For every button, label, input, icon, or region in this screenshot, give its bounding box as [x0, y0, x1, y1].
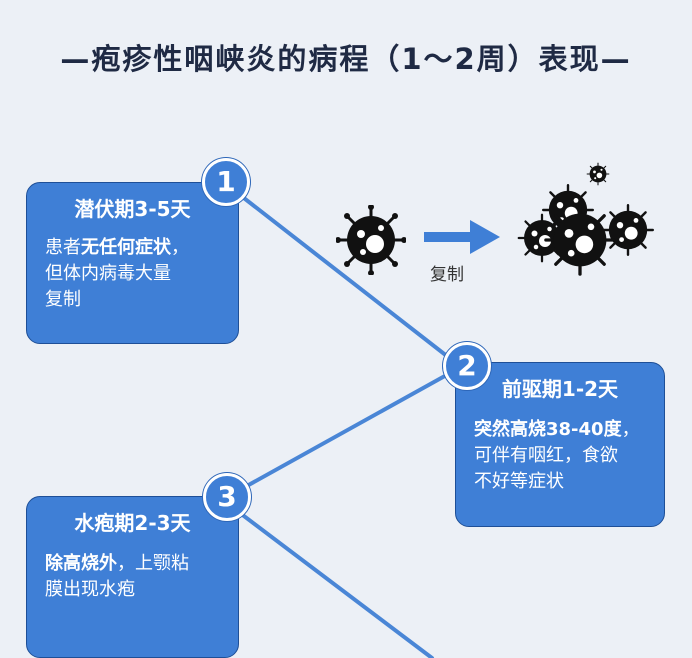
stage-title: 潜伏期3-5天: [74, 197, 191, 221]
emphasized-text: 突然高烧38-40度: [474, 419, 622, 440]
body-text: ，: [621, 419, 640, 440]
stage-number-badge-2: 2: [443, 342, 491, 390]
page-title: —疱疹性咽峡炎的病程（1～2周）表现—: [60, 42, 632, 76]
replicate-label: 复制: [430, 265, 464, 285]
connector-2-3: [234, 370, 454, 494]
stage-card-1: 潜伏期3-5天 患者无任何症状，但体内病毒大量复制: [26, 182, 239, 344]
stage-title: 水疱期2-3天: [74, 511, 191, 535]
connector-3-4: [234, 508, 434, 658]
body-text: 不好等症状: [474, 471, 564, 492]
body-text: 复制: [45, 289, 81, 310]
stage-card-3: 水疱期2-3天 除高烧外，上颚粘膜出现水疱: [26, 496, 239, 658]
stage-number-badge-3: 3: [203, 473, 251, 521]
body-text: 膜出现水疱: [45, 579, 135, 600]
arrow-right-icon: [424, 220, 500, 254]
connector-1-2: [238, 193, 454, 362]
virus-cluster-icon: [517, 162, 654, 276]
stage-card-2: 前驱期1-2天 突然高烧38-40度，可伴有咽红，食欲不好等症状: [455, 362, 665, 527]
emphasized-text: 除高烧外: [45, 553, 117, 574]
body-text: ，: [171, 237, 189, 258]
stage-title: 前驱期1-2天: [501, 377, 619, 401]
body-text: 患者: [45, 237, 81, 258]
emphasized-text: 无任何症状: [81, 237, 171, 258]
stage-body: 患者无任何症状，但体内病毒大量复制: [45, 235, 220, 313]
body-text: 可伴有咽红，食欲: [474, 445, 618, 466]
stage-number-badge-1: 1: [202, 158, 250, 206]
body-text: 但体内病毒大量: [45, 263, 171, 284]
stage-body: 除高烧外，上颚粘膜出现水疱: [45, 551, 220, 603]
virus-icon: [336, 205, 406, 275]
body-text: ，上颚粘: [117, 553, 189, 574]
stage-body: 突然高烧38-40度，可伴有咽红，食欲不好等症状: [474, 417, 646, 495]
